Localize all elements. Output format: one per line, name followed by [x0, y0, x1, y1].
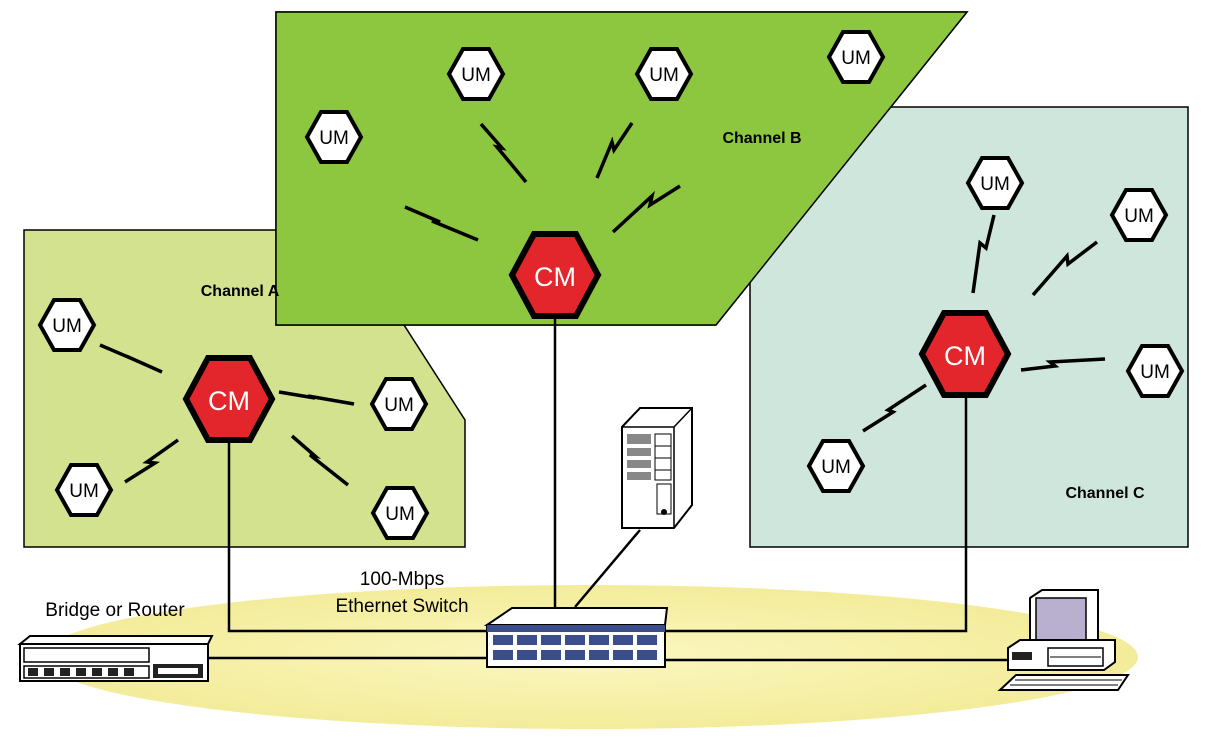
link-b3 [404, 205, 479, 242]
um-node: UM [446, 47, 506, 101]
um-node: UM [54, 463, 114, 517]
svg-text:UM: UM [385, 504, 415, 525]
link-b4 [611, 184, 681, 234]
channel-b-label: Channel B [722, 130, 801, 147]
switch-label-line1: 100-Mbps [360, 569, 445, 590]
link-a2 [124, 438, 180, 484]
um-node: UM [634, 47, 694, 101]
cable-cm-c [665, 388, 968, 633]
um-nodes: UM UM UM UM UM UM UM UM UM UM UM UM [37, 30, 1185, 540]
link-b1 [479, 122, 528, 184]
link-a4 [290, 434, 350, 487]
cm-node-channel-b: CM [508, 231, 602, 319]
channel-a-label: Channel A [201, 283, 280, 300]
link-a3 [278, 390, 355, 406]
svg-text:UM: UM [1140, 362, 1170, 383]
cm-node-channel-a: CM [182, 355, 276, 443]
link-b2 [595, 122, 634, 179]
um-node: UM [965, 156, 1025, 210]
svg-text:UM: UM [980, 174, 1010, 195]
um-node: UM [304, 110, 364, 164]
server-icon [621, 407, 693, 529]
um-node: UM [806, 439, 866, 493]
cm-node-channel-c: CM [918, 310, 1012, 398]
svg-text:UM: UM [384, 395, 414, 416]
svg-text:UM: UM [841, 48, 871, 69]
um-node: UM [370, 486, 430, 540]
svg-text:UM: UM [69, 481, 99, 502]
ethernet-switch-icon [483, 607, 669, 668]
link-c4 [862, 383, 927, 433]
channel-c-label: Channel C [1065, 485, 1145, 502]
svg-text:UM: UM [52, 316, 82, 337]
bridge-router-icon [17, 635, 214, 682]
cm-nodes: CM CM CM [182, 231, 1012, 443]
svg-text:CM: CM [944, 341, 986, 371]
svg-text:UM: UM [821, 457, 851, 478]
um-node: UM [1125, 344, 1185, 398]
link-a1 [99, 343, 163, 374]
um-node: UM [1109, 188, 1169, 242]
um-node: UM [37, 298, 97, 352]
svg-text:UM: UM [649, 65, 679, 86]
svg-text:CM: CM [534, 262, 576, 292]
um-node: UM [369, 377, 429, 431]
svg-text:UM: UM [319, 128, 349, 149]
svg-text:UM: UM [461, 65, 491, 86]
wireless-links [99, 122, 1106, 487]
workstation-icon [997, 589, 1130, 691]
cable-server [574, 529, 641, 608]
link-c3 [1020, 357, 1106, 372]
svg-text:UM: UM [1124, 206, 1154, 227]
ethernet-wiring [208, 318, 1008, 662]
link-c1 [971, 214, 996, 294]
um-node: UM [826, 30, 886, 84]
bridge-label: Bridge or Router [45, 600, 185, 621]
link-c2 [1031, 240, 1099, 297]
switch-label-line2: Ethernet Switch [335, 596, 468, 617]
cable-cm-a [227, 443, 487, 633]
svg-text:CM: CM [208, 386, 250, 416]
